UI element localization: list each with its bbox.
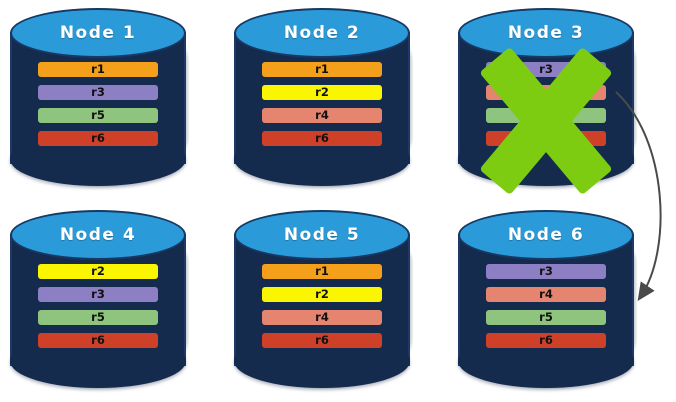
node-node-3[interactable]: Node 3 r3 r4 r5 r6 xyxy=(458,8,636,196)
row-bar[interactable]: r6 xyxy=(262,333,382,348)
cylinder-top xyxy=(10,8,186,58)
node-label: Node 6 xyxy=(507,225,585,245)
row-bar[interactable]: r1 xyxy=(262,264,382,279)
node-node-6[interactable]: Node 6 r3 r4 r5 r6 xyxy=(458,210,636,388)
node-label: Node 1 xyxy=(59,23,137,43)
node-rows: r1 r3 r5 r6 xyxy=(38,62,158,154)
row-bar[interactable]: r4 xyxy=(262,108,382,123)
row-bar[interactable]: r2 xyxy=(262,85,382,100)
node-node-5[interactable]: Node 5 r1 r2 r4 r6 xyxy=(234,210,412,388)
node-rows: r1 r2 r4 r6 xyxy=(262,62,382,154)
node-rows: r1 r2 r4 r6 xyxy=(262,264,382,356)
row-bar[interactable]: r6 xyxy=(38,333,158,348)
row-bar[interactable]: r6 xyxy=(486,131,606,146)
row-bar[interactable]: r5 xyxy=(486,108,606,123)
node-rows: r3 r4 r5 r6 xyxy=(486,264,606,356)
node-label: Node 3 xyxy=(507,23,585,43)
row-bar[interactable]: r6 xyxy=(486,333,606,348)
row-bar[interactable]: r2 xyxy=(262,287,382,302)
row-bar[interactable]: r2 xyxy=(38,264,158,279)
row-bar[interactable]: r6 xyxy=(38,131,158,146)
cylinder-top xyxy=(458,210,634,260)
cylinder-top xyxy=(10,210,186,260)
node-node-1[interactable]: Node 1 r1 r3 r5 r6 xyxy=(10,8,188,186)
row-bar[interactable]: r3 xyxy=(486,62,606,77)
node-node-4[interactable]: Node 4 r2 r3 r5 r6 xyxy=(10,210,188,388)
row-bar[interactable]: r5 xyxy=(486,310,606,325)
row-bar[interactable]: r6 xyxy=(262,131,382,146)
row-bar[interactable]: r5 xyxy=(38,108,158,123)
node-label: Node 2 xyxy=(283,23,361,43)
row-bar[interactable]: r1 xyxy=(262,62,382,77)
node-node-2[interactable]: Node 2 r1 r2 r4 r6 xyxy=(234,8,412,186)
node-label: Node 5 xyxy=(283,225,361,245)
node-rows: r3 r4 r5 r6 xyxy=(486,62,606,154)
cylinder-top xyxy=(234,210,410,260)
row-bar[interactable]: r4 xyxy=(262,310,382,325)
node-label: Node 4 xyxy=(59,225,137,245)
node-rows: r2 r3 r5 r6 xyxy=(38,264,158,356)
row-bar[interactable]: r3 xyxy=(38,287,158,302)
row-bar[interactable]: r3 xyxy=(38,85,158,100)
row-bar[interactable]: r3 xyxy=(486,264,606,279)
row-bar[interactable]: r5 xyxy=(38,310,158,325)
row-bar[interactable]: r4 xyxy=(486,85,606,100)
cylinder-top xyxy=(234,8,410,58)
row-bar[interactable]: r4 xyxy=(486,287,606,302)
row-bar[interactable]: r1 xyxy=(38,62,158,77)
